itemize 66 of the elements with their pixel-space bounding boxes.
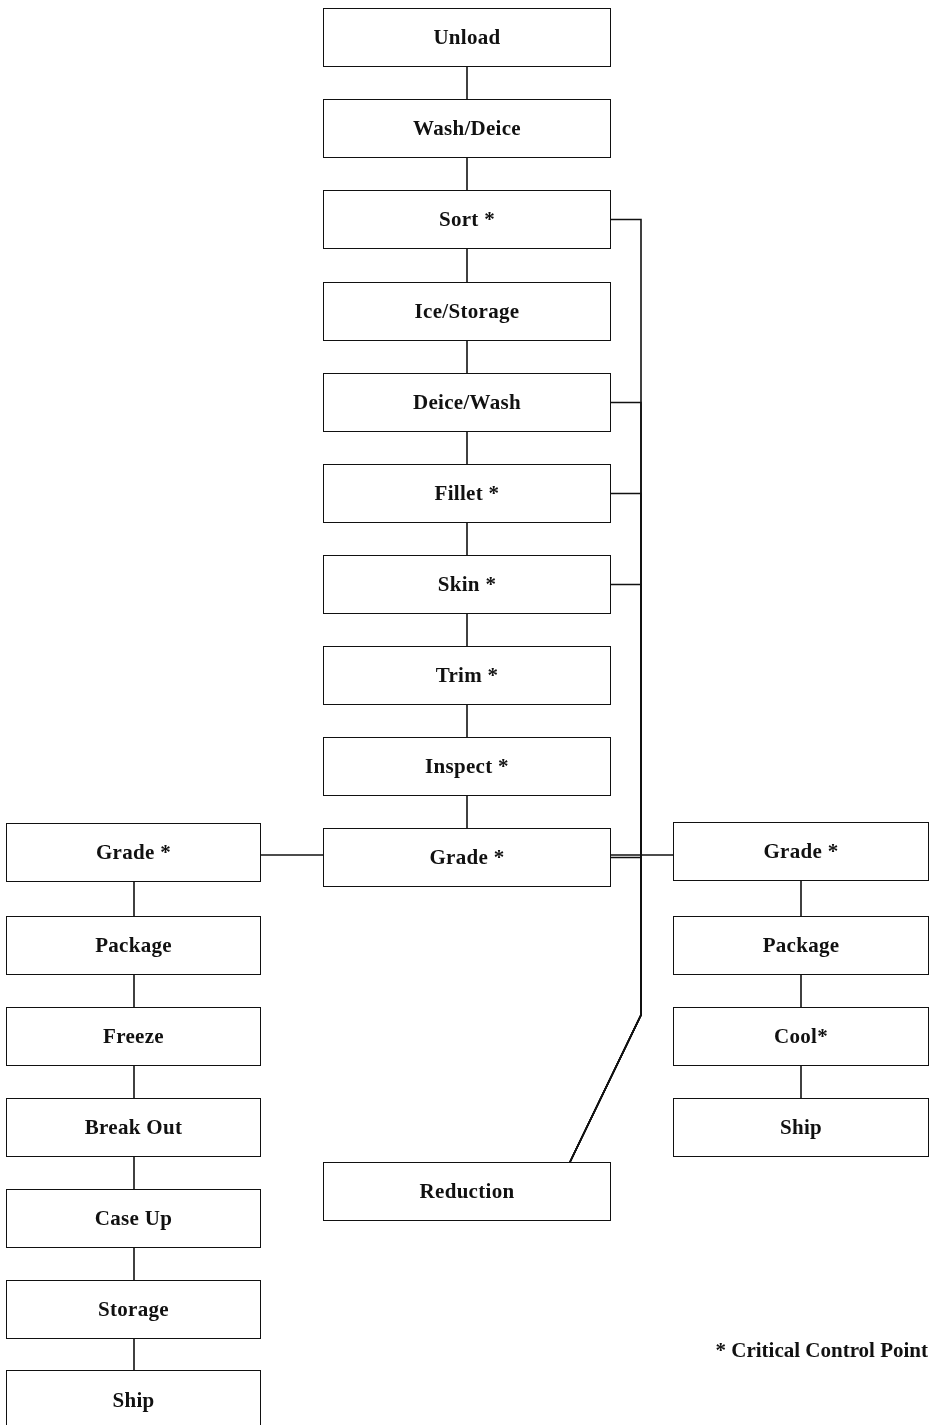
connector-line xyxy=(260,854,324,856)
step-label: Storage xyxy=(98,1297,169,1322)
step-label: Package xyxy=(762,933,840,958)
process-box xyxy=(673,822,929,881)
step-label: Ship xyxy=(112,1387,155,1413)
process-box xyxy=(323,555,611,614)
process-box xyxy=(323,8,611,67)
step-label: Break Out xyxy=(84,1115,183,1140)
process-box xyxy=(6,1280,261,1339)
connector-line xyxy=(133,974,135,1008)
connector-line xyxy=(466,704,468,738)
step-label: Ice/Storage xyxy=(414,299,520,324)
process-box xyxy=(673,1007,929,1066)
step-label: Package xyxy=(95,933,172,958)
process-box xyxy=(323,282,611,341)
connector-line xyxy=(466,522,468,556)
step-label: Case Up xyxy=(94,1206,173,1231)
process-box xyxy=(323,828,611,887)
connector-line xyxy=(569,856,642,1163)
process-box xyxy=(323,737,611,796)
connector-line xyxy=(466,795,468,829)
process-box xyxy=(6,916,261,975)
step-label: Sort * xyxy=(438,207,495,232)
connector-line xyxy=(466,157,468,191)
step-label: Wash/Deice xyxy=(413,116,521,141)
process-box xyxy=(6,823,261,882)
step-label: Trim * xyxy=(435,663,499,688)
process-box xyxy=(323,464,611,523)
connector-line xyxy=(133,881,135,917)
connector-line xyxy=(133,1247,135,1281)
process-box xyxy=(673,916,929,975)
connector-line xyxy=(466,248,468,283)
process-box xyxy=(6,1098,261,1157)
step-label: Unload xyxy=(433,25,501,50)
step-label: Ship xyxy=(779,1115,823,1140)
process-box xyxy=(323,190,611,249)
step-label: Fillet * xyxy=(434,481,500,506)
connector-line xyxy=(133,1156,135,1190)
step-label: Cool* xyxy=(774,1024,828,1049)
step-label: Grade * xyxy=(763,839,839,864)
process-box xyxy=(323,1162,611,1221)
connector-line xyxy=(133,1338,135,1371)
step-label: Reduction xyxy=(419,1179,515,1204)
step-label: Grade * xyxy=(429,845,505,870)
process-box xyxy=(323,99,611,158)
connector-line xyxy=(800,1065,802,1099)
connector-line xyxy=(466,613,468,647)
step-label: Skin * xyxy=(437,572,497,597)
step-label: Grade * xyxy=(96,840,171,865)
connector-line xyxy=(466,431,468,465)
connector-line xyxy=(133,1065,135,1099)
connector-line xyxy=(610,854,674,856)
process-box xyxy=(6,1370,261,1425)
step-label: Inspect * xyxy=(425,754,509,779)
connector-line xyxy=(466,66,468,100)
process-box xyxy=(323,646,611,705)
step-label: Freeze xyxy=(103,1024,164,1049)
process-box xyxy=(673,1098,929,1157)
connector-line xyxy=(466,340,468,374)
connector-line xyxy=(800,880,802,917)
process-box xyxy=(6,1007,261,1066)
footnote: * Critical Control Point xyxy=(715,1338,928,1363)
process-box xyxy=(323,373,611,432)
connector-line xyxy=(800,974,802,1008)
process-box xyxy=(6,1189,261,1248)
step-label: Deice/Wash xyxy=(413,390,521,415)
